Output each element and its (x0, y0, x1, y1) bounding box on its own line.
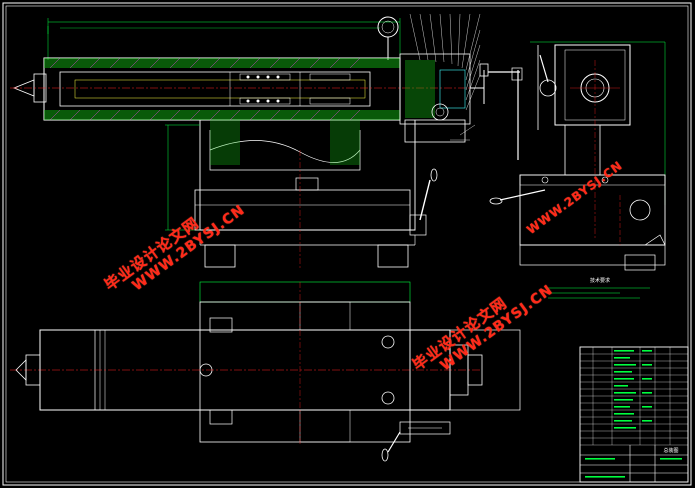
top-plan-view (10, 281, 521, 462)
tech-req-title: 技术要求 (590, 277, 610, 284)
front-section-view (10, 13, 520, 143)
inner-frame (5, 5, 689, 483)
side-view (489, 41, 666, 271)
drawing-name: 总装图 (663, 447, 678, 454)
tech-requirements: 技术要求 (548, 277, 650, 299)
title-block: 总装图 (579, 346, 689, 483)
base-support-front (165, 120, 438, 270)
dial-indicator (377, 16, 399, 38)
